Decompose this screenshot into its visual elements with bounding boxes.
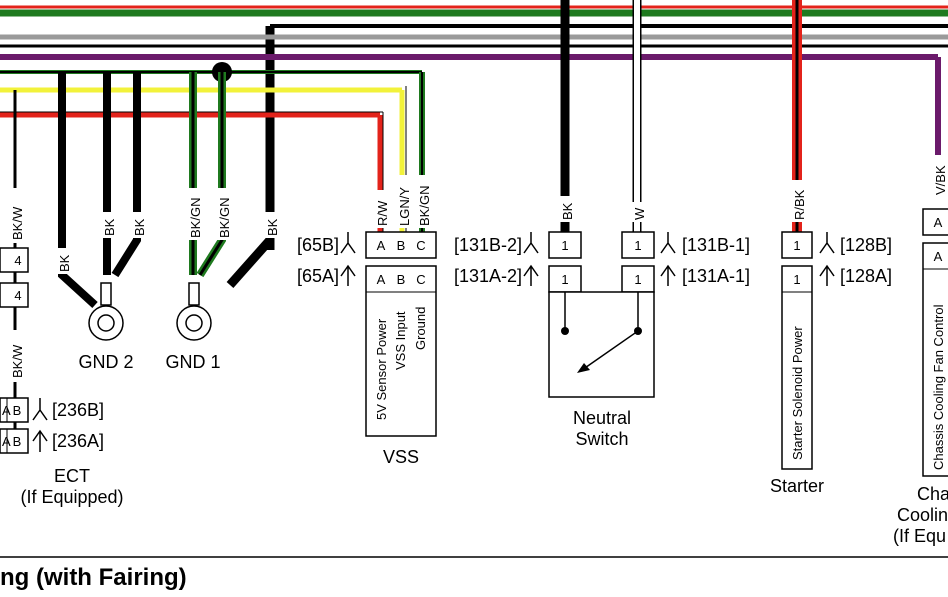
- plug-icon: [819, 264, 835, 286]
- connector-236b: [236B]: [52, 400, 104, 420]
- receptacle-icon: [523, 232, 539, 254]
- connector-131a-2: [131A-2]: [454, 266, 522, 286]
- wire-label-v-bk: V/BK: [933, 165, 948, 195]
- starter-fn: Starter Solenoid Power: [790, 326, 805, 460]
- receptacle-icon: [340, 232, 356, 254]
- switch-arrow-icon: [577, 363, 590, 373]
- wire-label-lgn-y: LGN/Y: [397, 187, 412, 226]
- connector-128b: [128B]: [840, 235, 892, 255]
- ect-pin-a1: A: [2, 403, 11, 418]
- neutral-pin-a1: 1: [634, 272, 641, 287]
- neutral-pin-b2: 1: [561, 238, 568, 253]
- bk-wire-c: [111, 72, 141, 278]
- ect-name-1: ECT: [54, 466, 90, 486]
- bk-wire-a: [58, 72, 98, 308]
- wire-label-r-w: R/W: [375, 200, 390, 226]
- plug-icon: [32, 429, 48, 452]
- switch-arm: [581, 330, 639, 371]
- wire-label-bk-gn-vss: BK/GN: [417, 186, 432, 226]
- connector-128a: [128A]: [840, 266, 892, 286]
- bk-wire-d: [226, 237, 274, 288]
- plug-icon: [340, 264, 356, 286]
- wire-label-bk-b: BK: [102, 218, 117, 236]
- fan-name-2: Coolin: [897, 505, 948, 525]
- ect-connector: 4 4 A B A B [236B] [236A]: [0, 247, 104, 454]
- connector-236a: [236A]: [52, 431, 104, 451]
- gnd1-label: GND 1: [165, 352, 220, 372]
- component-names: GND 2 GND 1 VSS Neutral Switch Starter E…: [20, 352, 948, 546]
- vss-fn-power: 5V Sensor Power: [374, 318, 389, 420]
- neutral-name-1: Neutral: [573, 408, 631, 428]
- wire-label-bk-w-1: BK/W: [10, 206, 25, 240]
- wire-label-w-neutral: W: [632, 207, 647, 220]
- connector-65b: [65B]: [297, 235, 339, 255]
- wire-label-bk-w-2: BK/W: [10, 344, 25, 378]
- gnd2-label: GND 2: [78, 352, 133, 372]
- fan-pin-top: A: [934, 215, 943, 230]
- wire-label-r-bk: R/BK: [792, 189, 807, 220]
- fan-name-3: (If Equ: [893, 526, 946, 546]
- wire-label-bk-gn-2: BK/GN: [217, 198, 232, 238]
- wire-label-bk-d: BK: [265, 218, 280, 236]
- receptacle-icon: [819, 232, 835, 254]
- vss-pin-c-2: C: [416, 272, 425, 287]
- plug-icon: [523, 264, 539, 286]
- vss-pin-c: C: [416, 238, 425, 253]
- gnd1-terminal: [176, 282, 212, 341]
- wire-label-bk-gn-1: BK/GN: [188, 198, 203, 238]
- vss-pin-a: A: [377, 238, 386, 253]
- plug-icon: [660, 264, 676, 286]
- gnd2-terminal: [88, 282, 124, 341]
- connector-131b-1: [131B-1]: [682, 235, 750, 255]
- vss-pin-b: B: [397, 238, 406, 253]
- starter-name: Starter: [770, 476, 824, 496]
- neutral-switch: 1 1 1 1 [131B-2] [131A-2] [131B-1] [131A…: [454, 231, 750, 398]
- connector-65a: [65A]: [297, 266, 339, 286]
- fan-pin-bottom: A: [934, 249, 943, 264]
- vss-fn-ground: Ground: [413, 307, 428, 350]
- ect-name-2: (If Equipped): [20, 487, 123, 507]
- ground-wires: [13, 72, 274, 430]
- ect-pin-4a: 4: [14, 253, 21, 268]
- ect-pin-b1: B: [13, 403, 22, 418]
- wire-label-bk-a: BK: [57, 254, 72, 272]
- vss-pin-a-2: A: [377, 272, 386, 287]
- ect-pin-4b: 4: [14, 288, 21, 303]
- wire-labels: BK/W BK/W BK BK BK BK/GN BK/GN BK R/W LG…: [8, 155, 948, 382]
- connector-131b-2: [131B-2]: [454, 235, 522, 255]
- ect-pin-a2: A: [2, 434, 11, 449]
- neutral-name-2: Switch: [575, 429, 628, 449]
- vss-fn-input: VSS Input: [393, 311, 408, 370]
- receptacle-icon: [660, 232, 676, 254]
- footer-title: ng (with Fairing): [0, 564, 187, 591]
- wire-label-bk-c: BK: [132, 218, 147, 236]
- ect-pin-b2: B: [13, 434, 22, 449]
- receptacle-icon: [32, 398, 48, 421]
- vss-pin-b-2: B: [397, 272, 406, 287]
- fan-name-1: Cha: [917, 484, 948, 504]
- starter-pin-a: 1: [793, 272, 800, 287]
- fan-fn: Chassis Cooling Fan Control: [931, 304, 946, 470]
- vss-connector: A B C A B C 5V Sensor Power VSS Input Gr…: [297, 231, 437, 437]
- neutral-pin-a2: 1: [561, 272, 568, 287]
- fan-connector: A A Chassis Cooling Fan Control: [922, 208, 948, 477]
- starter-connector: 1 1 Starter Solenoid Power [128B] [128A]: [781, 231, 892, 470]
- neutral-pin-b1: 1: [634, 238, 641, 253]
- wire-label-bk-neutral: BK: [560, 202, 575, 220]
- connector-131a-1: [131A-1]: [682, 266, 750, 286]
- starter-pin-b: 1: [793, 238, 800, 253]
- vss-name: VSS: [383, 447, 419, 467]
